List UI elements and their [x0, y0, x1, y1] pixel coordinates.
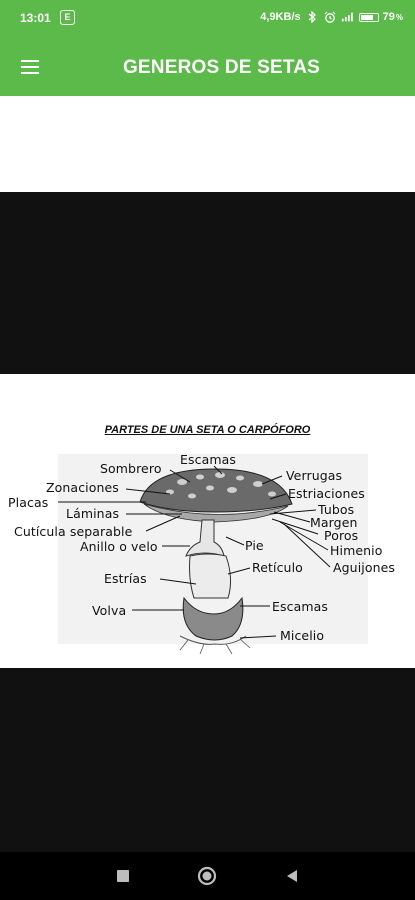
triangle-back-icon[interactable] — [284, 868, 300, 889]
label-himenio: Himenio — [330, 543, 383, 558]
content-blank-area — [0, 96, 415, 192]
label-sombrero: Sombrero — [100, 461, 162, 476]
status-indicators: 4,9KB/s 79 % — [260, 11, 403, 23]
label-pie: Pie — [245, 538, 264, 553]
signal-icon — [341, 12, 353, 22]
label-escamas-bottom: Escamas — [272, 599, 328, 614]
label-tubos: Tubos — [318, 502, 355, 517]
label-zonaciones: Zonaciones — [46, 480, 119, 495]
circle-home-icon[interactable] — [197, 866, 217, 891]
mushroom-parts-image[interactable]: PARTES DE UNA SETA O CARPÓFORO — [0, 374, 415, 668]
label-verrugas: Verrugas — [286, 468, 343, 483]
label-cuticula: Cutícula separable — [14, 524, 133, 539]
dark-panel-top — [0, 192, 415, 374]
label-volva: Volva — [92, 603, 127, 618]
notification-badge-icon: E — [60, 10, 75, 25]
bluetooth-icon — [308, 11, 316, 23]
label-aguijones: Aguijones — [333, 560, 396, 575]
network-speed: 4,9KB/s — [260, 11, 301, 23]
label-anillo: Anillo o velo — [80, 539, 158, 554]
hamburger-menu-icon[interactable] — [12, 50, 48, 84]
label-estriaciones: Estriaciones — [288, 486, 365, 501]
status-bar: 13:01 E 4,9KB/s 79 % — [0, 0, 415, 38]
label-laminas: Láminas — [66, 506, 120, 521]
square-recents-icon[interactable] — [115, 868, 131, 889]
battery-percent: 79 — [382, 11, 395, 23]
label-estrias: Estrías — [104, 571, 147, 586]
app-title: GENEROS DE SETAS — [122, 57, 321, 78]
mushroom-illustration — [58, 454, 368, 655]
label-micelio: Micelio — [280, 628, 325, 643]
dark-panel-bottom — [0, 668, 415, 852]
diagram-title: PARTES DE UNA SETA O CARPÓFORO — [104, 424, 311, 436]
label-poros: Poros — [324, 528, 359, 543]
battery-level — [360, 14, 373, 20]
app-bar: GENEROS DE SETAS — [0, 38, 415, 96]
label-margen: Margen — [310, 515, 358, 530]
alarm-icon — [324, 11, 336, 23]
battery-icon — [358, 12, 379, 22]
label-reticulo: Retículo — [252, 560, 303, 575]
status-time: 13:01 — [20, 11, 51, 25]
label-escamas-top: Escamas — [180, 452, 236, 467]
label-placas: Placas — [8, 495, 49, 510]
system-nav-bar — [0, 852, 415, 900]
